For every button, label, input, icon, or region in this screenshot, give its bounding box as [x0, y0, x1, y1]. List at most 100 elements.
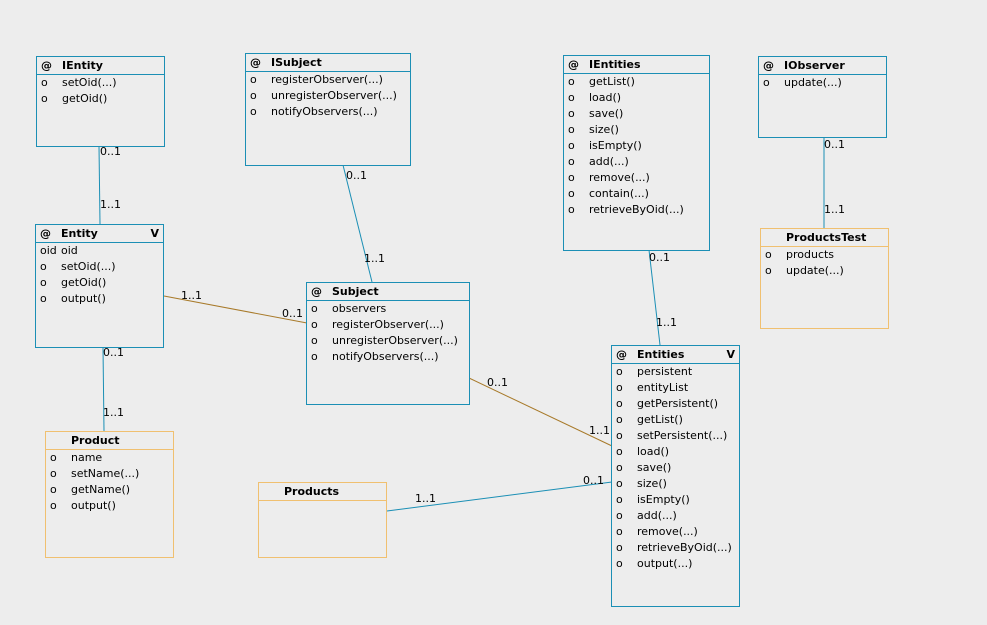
member-row[interactable]: o load()	[564, 90, 709, 106]
visibility-marker: o	[40, 276, 47, 289]
multiplicity-label: 0..1	[649, 251, 670, 264]
visibility-marker: o	[568, 91, 575, 104]
member-row[interactable]: o output()	[46, 498, 173, 514]
class-name: IObserver	[784, 59, 845, 72]
class-header: @ IEntities	[564, 56, 709, 74]
assoc-entity-product[interactable]	[102, 346, 105, 432]
visibility-marker: o	[765, 264, 772, 277]
member-text: getName()	[71, 483, 131, 496]
multiplicity-label: 1..1	[181, 289, 202, 302]
multiplicity-label: 0..1	[103, 346, 124, 359]
visibility-marker: o	[41, 92, 48, 105]
assoc-entity-subject[interactable]	[163, 295, 308, 324]
visibility-flag: V	[726, 348, 735, 361]
member-text: setOid(...)	[61, 260, 116, 273]
member-text: getOid()	[62, 92, 108, 105]
member-text: setName(...)	[71, 467, 140, 480]
member-text: setPersistent(...)	[637, 429, 728, 442]
member-text: persistent	[637, 365, 693, 378]
visibility-marker: o	[41, 76, 48, 89]
visibility-marker: o	[250, 73, 257, 86]
member-text: retrieveByOid(...)	[589, 203, 684, 216]
class-header: Products	[259, 483, 386, 501]
member-text: getList()	[637, 413, 683, 426]
class-header: @ ISubject	[246, 54, 410, 72]
class-name: ProductsTest	[786, 231, 867, 244]
visibility-marker: o	[616, 397, 623, 410]
multiplicity-label: 1..1	[415, 492, 436, 505]
class-header: @ Entities V	[612, 346, 739, 364]
member-text: unregisterObserver(...)	[332, 334, 458, 347]
visibility-marker: o	[616, 493, 623, 506]
assoc-subject-entities[interactable]	[468, 377, 613, 447]
assoc-ientity-entity[interactable]	[98, 145, 101, 225]
member-row[interactable]: o setOid(...)	[37, 75, 164, 91]
member-text: output()	[71, 499, 116, 512]
visibility-marker: o	[50, 483, 57, 496]
visibility-marker: o	[311, 318, 318, 331]
member-text: unregisterObserver(...)	[271, 89, 397, 102]
multiplicity-label: 1..1	[589, 424, 610, 437]
member-text: save()	[637, 461, 672, 474]
visibility-marker: o	[616, 413, 623, 426]
member-row[interactable]: o getList()	[612, 412, 739, 428]
assoc-ientities-entities[interactable]	[648, 249, 661, 346]
class-name: Products	[284, 485, 340, 498]
member-text: setOid(...)	[62, 76, 117, 89]
member-text: getList()	[589, 75, 635, 88]
multiplicity-label: 1..1	[824, 203, 845, 216]
member-row[interactable]: o getOid()	[37, 91, 164, 107]
member-row[interactable]: o getName()	[46, 482, 173, 498]
assoc-products-entities[interactable]	[386, 481, 613, 512]
visibility-marker: o	[50, 499, 57, 512]
member-text: load()	[589, 91, 622, 104]
assoc-isubject-subject[interactable]	[342, 164, 373, 283]
class-products[interactable]: Products	[258, 482, 387, 558]
